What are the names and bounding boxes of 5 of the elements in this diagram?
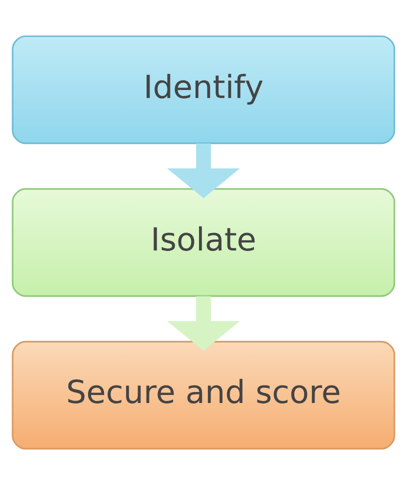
arrow	[167, 296, 240, 350]
arrow	[167, 143, 240, 198]
node-box: Isolate	[12, 188, 396, 296]
node-box: Identify	[12, 34, 396, 144]
node-box: Secure and score	[12, 340, 396, 450]
